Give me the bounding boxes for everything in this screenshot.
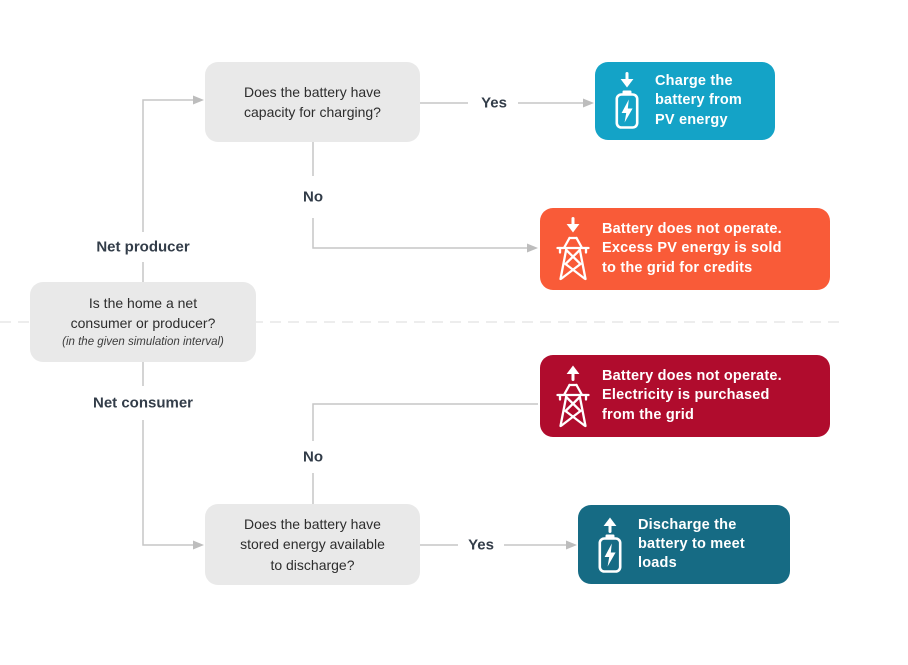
arrow-up-battery-bolt-icon: [598, 517, 622, 573]
arrow-down-icon: [566, 217, 580, 233]
connector-arrowheads: [193, 95, 594, 550]
transmission-tower-icon: [556, 383, 590, 428]
buy-outcome-text: Battery does not operate. Electricity is…: [602, 368, 782, 423]
arrow-down-battery-bolt-icon: [615, 72, 639, 129]
sell-outcome-text: Battery does not operate. Excess PV ener…: [602, 221, 782, 276]
root-question-node: Is the home a net consumer or producer? …: [30, 282, 256, 362]
discharge-outcome-text: Discharge the battery to meet loads: [638, 516, 745, 572]
arrow-down-icon: [620, 72, 634, 88]
root-question-note: (in the given simulation interval): [62, 336, 224, 349]
charging-question-node: Does the battery have capacity for charg…: [205, 62, 420, 142]
edge-label-yes-bottom: Yes: [468, 536, 494, 554]
battery-bolt-icon: [598, 534, 622, 573]
edge-label-yes-top: Yes: [481, 94, 507, 112]
edge-label-no-bottom: No: [303, 448, 323, 466]
branch-label-net-consumer: Net consumer: [92, 394, 194, 412]
arrow-up-icon: [566, 365, 580, 381]
discharge-outcome-node: Discharge the battery to meet loads: [578, 505, 790, 584]
discharge-question-text: Does the battery have stored energy avai…: [240, 516, 385, 573]
connector-edges: [142, 99, 584, 546]
arrow-up-icon: [603, 517, 617, 533]
branch-label-net-producer: Net producer: [96, 238, 190, 256]
edge-label-no-top: No: [303, 188, 323, 206]
root-question-text: Is the home a net consumer or producer?: [70, 294, 216, 332]
charging-question-text: Does the battery have capacity for charg…: [244, 83, 381, 120]
charge-outcome-text: Charge the battery from PV energy: [655, 73, 742, 128]
arrow-up-transmission-tower-icon: [556, 365, 590, 428]
charge-outcome-node: Charge the battery from PV energy: [595, 62, 775, 140]
arrow-down-transmission-tower-icon: [556, 217, 590, 281]
transmission-tower-icon: [556, 236, 590, 281]
sell-outcome-node: Battery does not operate. Excess PV ener…: [540, 208, 830, 290]
discharge-question-node: Does the battery have stored energy avai…: [205, 504, 420, 585]
battery-bolt-icon: [615, 90, 639, 129]
buy-outcome-node: Battery does not operate. Electricity is…: [540, 355, 830, 437]
